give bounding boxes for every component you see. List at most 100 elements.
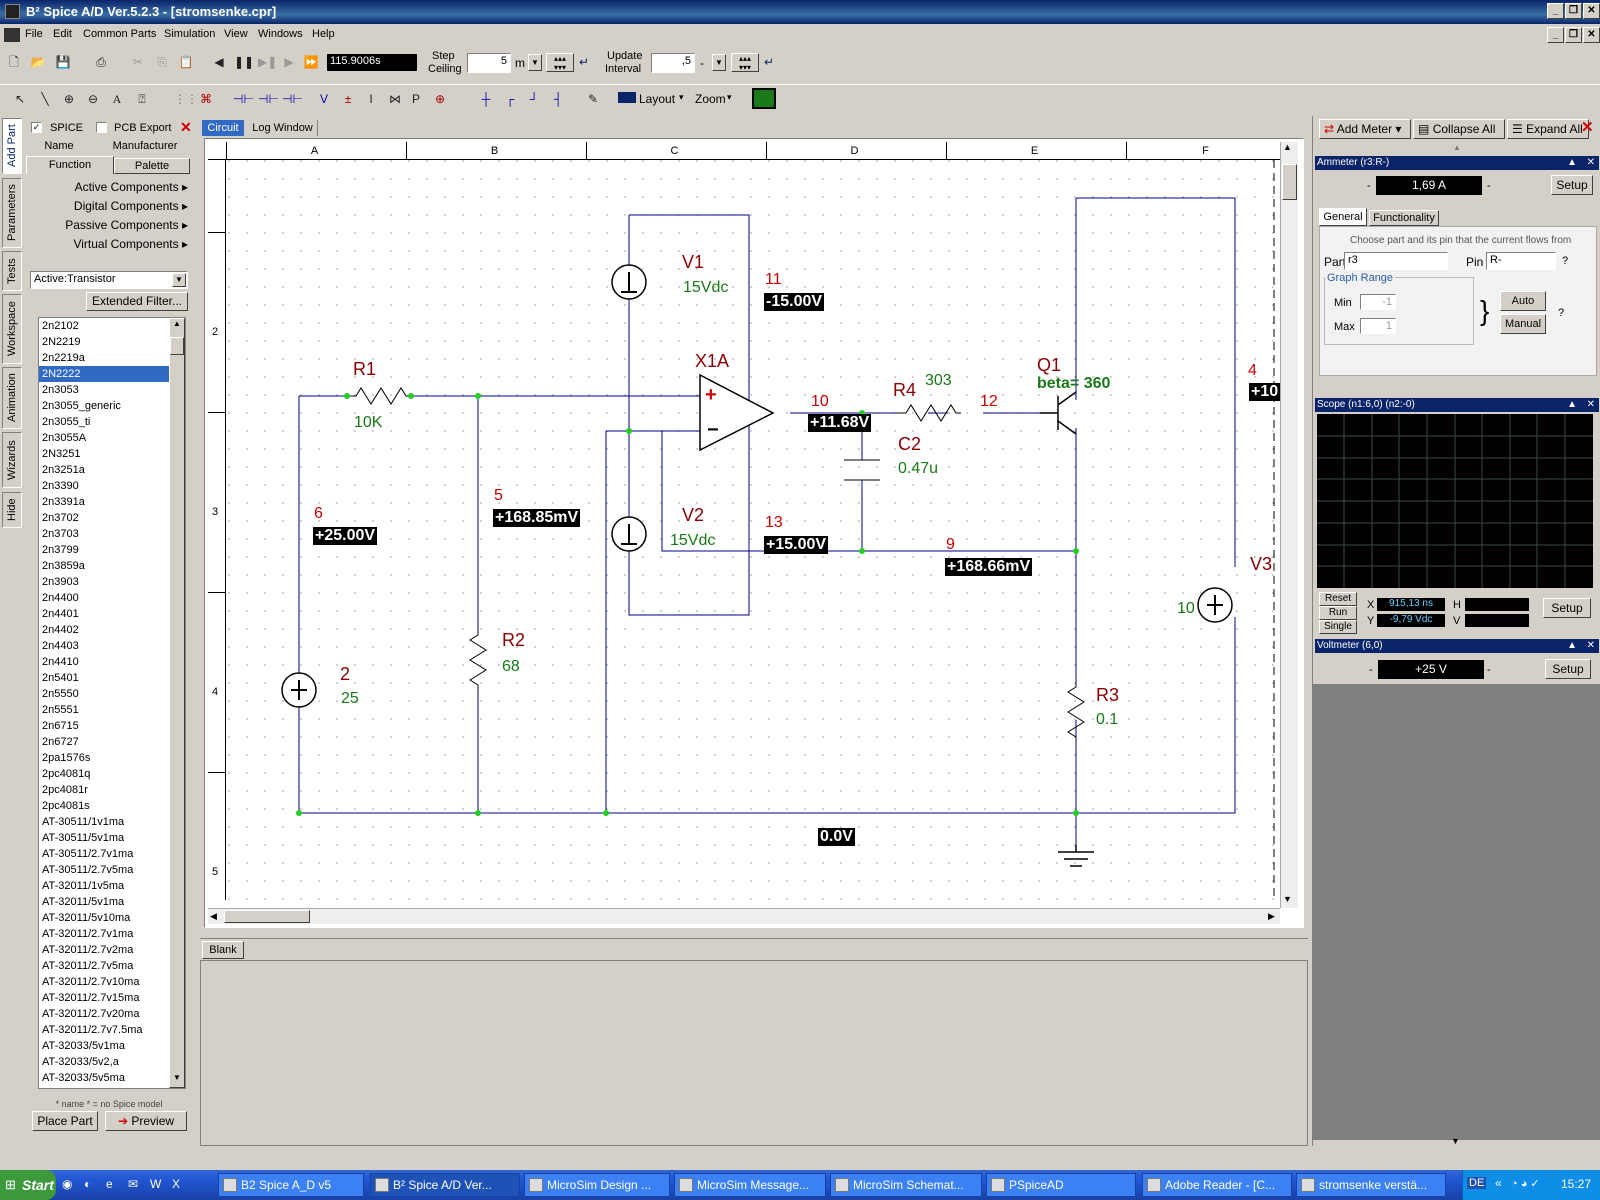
part-list-item[interactable]: 2n2102: [42, 320, 79, 332]
part-list-item[interactable]: 2n4410: [42, 656, 79, 668]
part-list-item[interactable]: 2n3055A: [42, 432, 87, 444]
meter-scroll-down-icon[interactable]: ▼: [1451, 1136, 1460, 1146]
task-stromsenke[interactable]: stromsenke verstä...: [1296, 1173, 1446, 1197]
part-list-item[interactable]: 2n3251a: [42, 464, 85, 476]
part-list-item[interactable]: 2N3251: [42, 448, 81, 460]
part-list-item[interactable]: 2n3702: [42, 512, 79, 524]
part-list-item[interactable]: AT-32011/2.7v20ma: [42, 1008, 140, 1020]
step-back-icon[interactable]: ◀: [214, 55, 224, 69]
voltmeter-plus[interactable]: -: [1487, 664, 1491, 676]
scroll-up-icon[interactable]: ▲: [173, 319, 181, 328]
part-list-item[interactable]: AT-32011/2.7v15ma: [42, 992, 140, 1004]
save-icon[interactable]: 💾: [55, 55, 71, 69]
ammeter-plus[interactable]: -: [1487, 180, 1491, 192]
start-button[interactable]: Start: [0, 1170, 56, 1200]
hscroll-right-icon[interactable]: ▶: [1268, 911, 1275, 921]
quicklaunch-icon-4[interactable]: ✉: [128, 1177, 139, 1191]
tab-functionality[interactable]: Functionality: [1369, 210, 1439, 226]
category-active[interactable]: Active Components ▸: [74, 180, 188, 194]
step-ceiling-input[interactable]: 5: [467, 53, 511, 73]
preview-button[interactable]: ➔ Preview: [105, 1111, 187, 1131]
hscroll-thumb[interactable]: [224, 910, 310, 923]
close-button[interactable]: ✕: [1583, 3, 1600, 19]
ammeter-minus[interactable]: -: [1367, 180, 1371, 192]
part-list-item[interactable]: AT-32011/2.7v2ma: [42, 944, 134, 956]
part-list-item[interactable]: 2n3055_generic: [42, 400, 121, 412]
part-list-item[interactable]: 2n4400: [42, 592, 79, 604]
vscroll-down-icon[interactable]: ▼: [1283, 894, 1292, 904]
align-icon-2[interactable]: ┌: [505, 92, 515, 106]
scroll-thumb[interactable]: [170, 337, 184, 355]
c2-symbol[interactable]: [844, 459, 880, 481]
menu-file[interactable]: File: [25, 28, 43, 40]
part-list-item[interactable]: AT-30511/1v1ma: [42, 816, 125, 828]
update-spinner[interactable]: ▴▴▴▾▾▾: [731, 53, 759, 72]
component-icon-3[interactable]: ⊣⊢: [282, 92, 303, 106]
menu-view[interactable]: View: [224, 28, 248, 40]
ammeter-setup-button[interactable]: Setup: [1551, 175, 1593, 195]
tab-log-window[interactable]: Log Window: [248, 120, 318, 136]
pen-icon[interactable]: ✎: [587, 92, 599, 106]
scope-run-button[interactable]: Run: [1319, 606, 1357, 620]
schematic-vscroll[interactable]: ▲ ▼: [1280, 142, 1298, 908]
update-unit-dropdown[interactable]: ▼: [712, 54, 726, 71]
expand-all-button[interactable]: ☰ Expand All: [1507, 119, 1589, 139]
paste-icon[interactable]: 📋: [178, 55, 194, 69]
part-list-item[interactable]: AT-32011/5v10ma: [42, 912, 131, 924]
doc-restore-button[interactable]: ❐: [1565, 27, 1582, 43]
pin-select[interactable]: R-: [1486, 252, 1556, 270]
tab-general[interactable]: General: [1319, 208, 1367, 226]
minimize-button[interactable]: _: [1547, 3, 1564, 19]
ground-probe-icon[interactable]: ⊕: [434, 92, 446, 106]
part-list-item[interactable]: AT-32033/5v2,a: [42, 1056, 119, 1068]
zoom-in-icon[interactable]: ⊕: [63, 92, 75, 106]
tab-blank[interactable]: Blank: [202, 941, 244, 959]
part-list-item[interactable]: AT-30511/2.7v1ma: [42, 848, 134, 860]
r1-symbol[interactable]: [347, 387, 411, 405]
power-probe-icon[interactable]: ⋈: [389, 92, 401, 106]
tab-tests[interactable]: Tests: [2, 251, 22, 291]
task-adobe-reader[interactable]: Adobe Reader - [C...: [1142, 1173, 1292, 1197]
spice-checkbox[interactable]: ✓: [31, 122, 42, 133]
r4-symbol[interactable]: [897, 404, 961, 422]
measure-icon[interactable]: ±: [344, 92, 352, 106]
part-list-item[interactable]: AT-32011/1v5ma: [42, 880, 125, 892]
part-list-item[interactable]: AT-32011/2.7v1ma: [42, 928, 134, 940]
align-icon-4[interactable]: ┤: [553, 92, 563, 106]
category-virtual[interactable]: Virtual Components ▸: [73, 237, 188, 251]
scope-screen[interactable]: [1317, 414, 1593, 588]
voltmeter-close-icon[interactable]: ✕: [1586, 640, 1595, 651]
part-list-item[interactable]: 2n3391a: [42, 496, 85, 508]
part-list-item[interactable]: 2n3055_ti: [42, 416, 91, 428]
part-list-item[interactable]: AT-30511/5v1ma: [42, 832, 125, 844]
doc-close-button[interactable]: ✕: [1583, 27, 1600, 43]
close-panel-icon[interactable]: ✕: [180, 119, 192, 135]
tab-manufacturer[interactable]: Manufacturer: [112, 140, 178, 152]
quicklaunch-icon-5[interactable]: W: [150, 1177, 162, 1191]
scroll-down-icon[interactable]: ▼: [173, 1073, 181, 1082]
part-list-item[interactable]: 2n4403: [42, 640, 79, 652]
tab-animation[interactable]: Animation: [2, 367, 22, 429]
play-icon[interactable]: ▶: [284, 55, 294, 69]
vscroll-up-icon[interactable]: ▲: [1283, 142, 1292, 152]
part-list-item[interactable]: 2N2219: [42, 336, 81, 348]
part-list-item[interactable]: AT-32011/2.7v5ma: [42, 960, 134, 972]
probe-icon[interactable]: ⌘: [200, 92, 212, 106]
part-list-item[interactable]: 2n5551: [42, 704, 79, 716]
tab-palette[interactable]: Palette: [114, 158, 190, 174]
language-indicator[interactable]: DE: [1467, 1177, 1487, 1189]
tab-name[interactable]: Name: [44, 140, 74, 152]
zoom-menu[interactable]: Zoom: [695, 92, 726, 106]
scope-setup-button[interactable]: Setup: [1543, 598, 1591, 618]
update-interval-input[interactable]: ,5: [651, 53, 695, 73]
tab-workspace[interactable]: Workspace: [2, 294, 22, 364]
quicklaunch-icon-1[interactable]: ◉: [62, 1177, 73, 1191]
part-list-item[interactable]: 2n5550: [42, 688, 79, 700]
scope-collapse-icon[interactable]: ▲: [1567, 399, 1577, 410]
part-list-item[interactable]: 2n6715: [42, 720, 79, 732]
manual-button[interactable]: Manual: [1500, 314, 1546, 334]
r2-symbol[interactable]: [469, 630, 487, 690]
cut-icon[interactable]: ✂: [132, 55, 144, 69]
tab-function[interactable]: Function: [26, 156, 114, 174]
layout-menu[interactable]: Layout: [639, 92, 676, 106]
